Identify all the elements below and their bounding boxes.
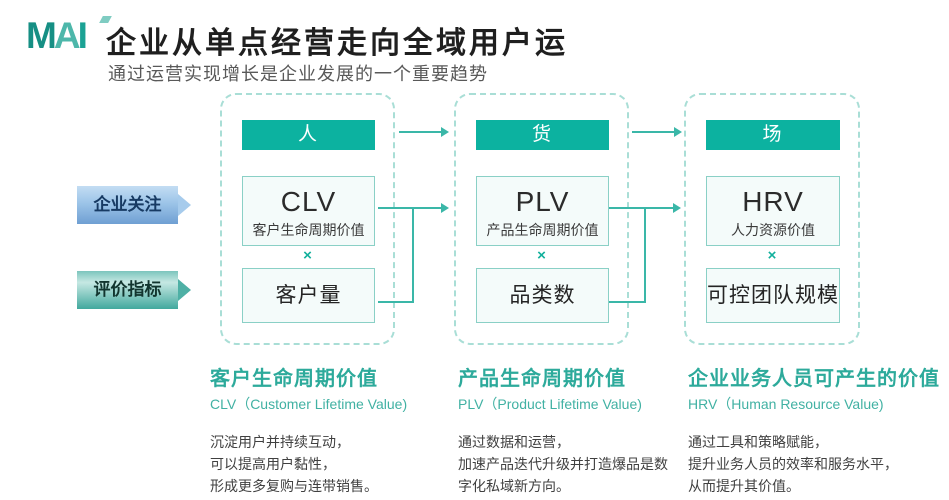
column-goods-header: 货 [476,120,609,150]
value-box-plv: PLV 产品生命周期价值 [476,176,609,246]
multiply-sign: × [767,247,777,264]
metric-box-customers: 客户量 [242,268,375,323]
multiply-sign: × [303,247,312,264]
value-abbr: HRV [742,186,804,217]
arrow-right-icon [178,194,191,216]
column-person: 人 CLV 客户生命周期价值 × 客户量 [220,93,395,345]
note-plv: 产品生命周期价值 PLV（Product Lifetime Value) 通过数… [458,362,698,497]
column-field-header: 场 [706,120,840,150]
logo-letter-a: A [53,15,81,56]
note-hrv: 企业业务人员可产生的价值 HRV（Human Resource Value) 通… [688,362,940,497]
note-body: 通过工具和策略赋能， 提升业务人员的效率和服务水平， 从而提升其价值。 [688,434,898,495]
value-box-hrv: HRV 人力资源价值 [706,176,840,246]
page-subtitle: 通过运营实现增长是企业发展的一个重要趋势 [108,64,488,84]
value-box-clv: CLV 客户生命周期价值 [242,176,375,246]
mai-logo: MAI [26,14,112,58]
connector-top-2 [632,131,674,133]
column-goods: 货 PLV 产品生命周期价值 × 品类数 [454,93,629,345]
value-name: 客户生命周期价值 [252,222,365,238]
note-title: 企业业务人员可产生的价值 [688,368,940,390]
row-label-metric: 评价指标 [77,271,191,309]
value-abbr: CLV [280,186,337,217]
connector-mid-1 [378,207,441,209]
row-label-metric-text: 评价指标 [93,280,162,299]
note-body: 沉淀用户并持续互动， 可以提高用户黏性， 形成更多复购与连带销售。 [210,434,378,495]
note-title: 客户生命周期价值 [210,368,378,390]
note-body: 通过数据和运营， 加速产品迭代升级并打造爆品是数 字化私域新方向。 [458,434,668,495]
note-subtitle: CLV（Customer Lifetime Value) [210,396,408,412]
arrow-right-icon [178,279,191,301]
metric-box-categories: 品类数 [476,268,609,323]
arrowhead-icon [673,203,681,213]
connector-vertical-2 [644,208,646,303]
column-person-header: 人 [242,120,375,150]
value-abbr: PLV [515,186,570,217]
arrowhead-icon [674,127,682,137]
note-clv: 客户生命周期价值 CLV（Customer Lifetime Value) 沉淀… [210,362,450,497]
note-title: 产品生命周期价值 [458,368,626,390]
arrowhead-icon [441,127,449,137]
connector-top-1 [399,131,441,133]
value-name: 产品生命周期价值 [486,222,599,238]
connector-mid-2 [609,207,673,209]
note-subtitle: PLV（Product Lifetime Value) [458,396,642,412]
connector-bottom-2 [609,301,646,303]
connector-vertical-1 [412,208,414,303]
column-field: 场 HRV 人力资源价值 × 可控团队规模 [684,93,860,345]
logo-letter-m: M [26,15,57,56]
arrowhead-icon [441,203,449,213]
page-title: 企业从单点经营走向全域用户运 [106,27,568,60]
logo-letter-i: I [77,15,88,56]
value-name: 人力资源价值 [731,222,815,238]
row-label-focus-text: 企业关注 [93,195,162,214]
row-label-focus: 企业关注 [77,186,191,224]
multiply-sign: × [537,247,546,264]
metric-box-team-size: 可控团队规模 [706,268,840,323]
note-subtitle: HRV（Human Resource Value) [688,396,884,412]
connector-bottom-1 [378,301,414,303]
